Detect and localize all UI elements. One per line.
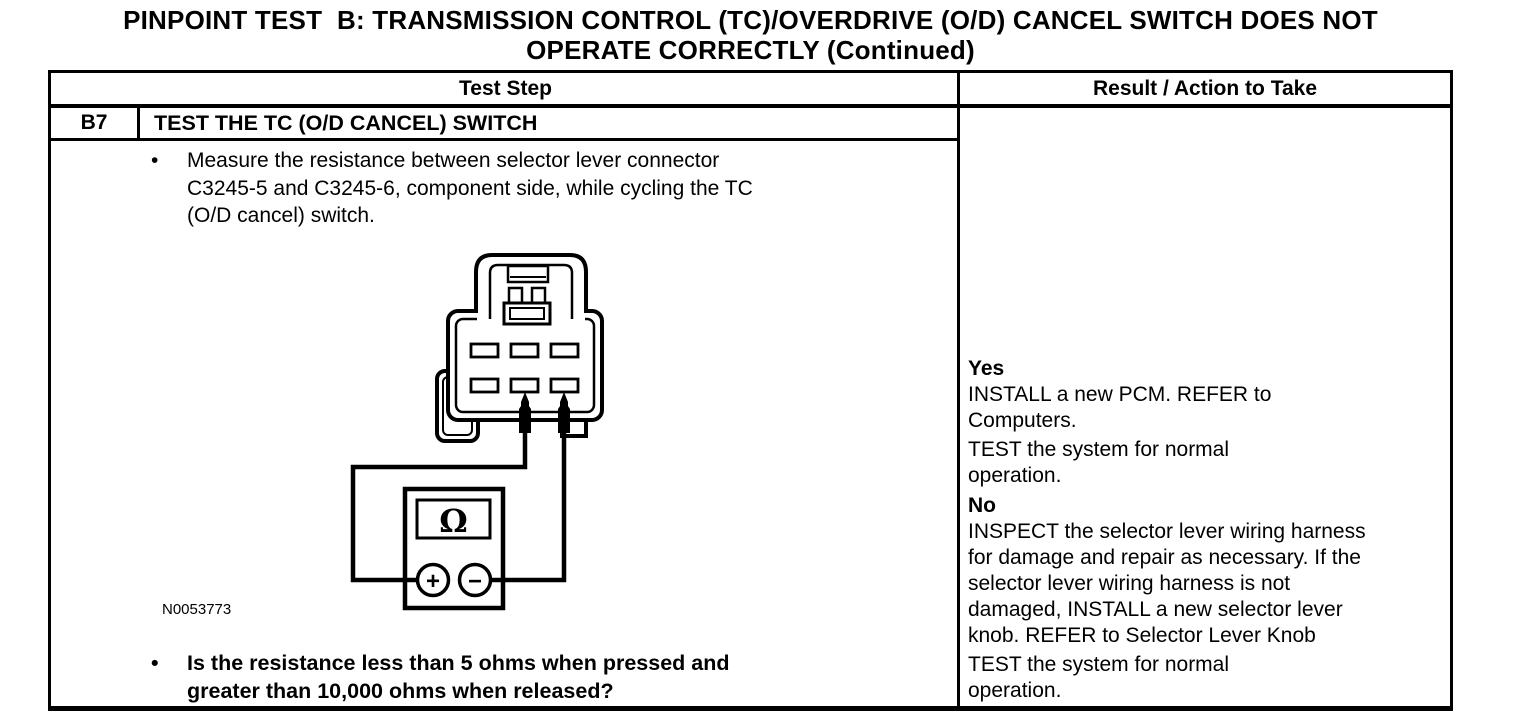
step-id-cell: B7 (51, 108, 140, 138)
connector-drawing (435, 253, 604, 443)
circuit-diagram-figure: Ω + − (350, 253, 604, 611)
bullet-marker-icon: • (151, 149, 159, 172)
right-probe-icon (558, 392, 570, 433)
plus-terminal (415, 562, 451, 598)
bullet-marker-icon: • (151, 651, 159, 675)
connector-tab (474, 253, 588, 313)
step-title-row: B7 TEST THE TC (O/D CANCEL) SWITCH (51, 108, 960, 141)
omega-symbol: Ω (439, 502, 467, 540)
yes-action-paragraph: INSTALL a new PCM. REFER to Computers. (968, 383, 1272, 432)
test-step-cell: • Measure the resistance between selecto… (51, 141, 957, 706)
yes-heading: Yes (968, 357, 1005, 380)
question-bullet: • Is the resistance less than 5 ohms whe… (147, 650, 729, 705)
figure-number-label: N0053773 (162, 601, 232, 618)
column-divider (957, 73, 960, 706)
no-heading: No (968, 494, 996, 517)
instruction-text: Measure the resistance between selector … (187, 149, 753, 227)
step-title-cell: TEST THE TC (O/D CANCEL) SWITCH (154, 110, 538, 135)
instruction-bullet: • Measure the resistance between selecto… (147, 147, 753, 230)
minus-terminal (457, 562, 493, 598)
pin-slots (469, 342, 580, 394)
test-step-header-cell: Test Step (459, 76, 552, 100)
table-header-row: Test Step Result / Action to Take (51, 73, 1450, 108)
no-action-paragraph: TEST the system for normal operation. (968, 653, 1230, 702)
page-title: PINPOINT TEST B: TRANSMISSION CONTROL (T… (123, 5, 1378, 65)
wire-left (350, 431, 528, 583)
result-action-cell: Yes INSTALL a new PCM. REFER to Computer… (960, 108, 1450, 706)
meter-display (415, 498, 492, 540)
wire-right (492, 431, 567, 583)
plus-icon: + (426, 568, 440, 595)
result-action-header-cell: Result / Action to Take (1092, 76, 1318, 100)
yes-action-paragraph: TEST the system for normal operation. (968, 438, 1230, 487)
pinpoint-test-table: Test Step Result / Action to Take B7 TES… (48, 70, 1453, 711)
left-probe-icon (519, 392, 531, 433)
question-text: Is the resistance less than 5 ohms when … (187, 651, 730, 703)
minus-icon: − (468, 568, 482, 595)
no-action-paragraph: INSPECT the selector lever wiring harnes… (968, 520, 1366, 647)
